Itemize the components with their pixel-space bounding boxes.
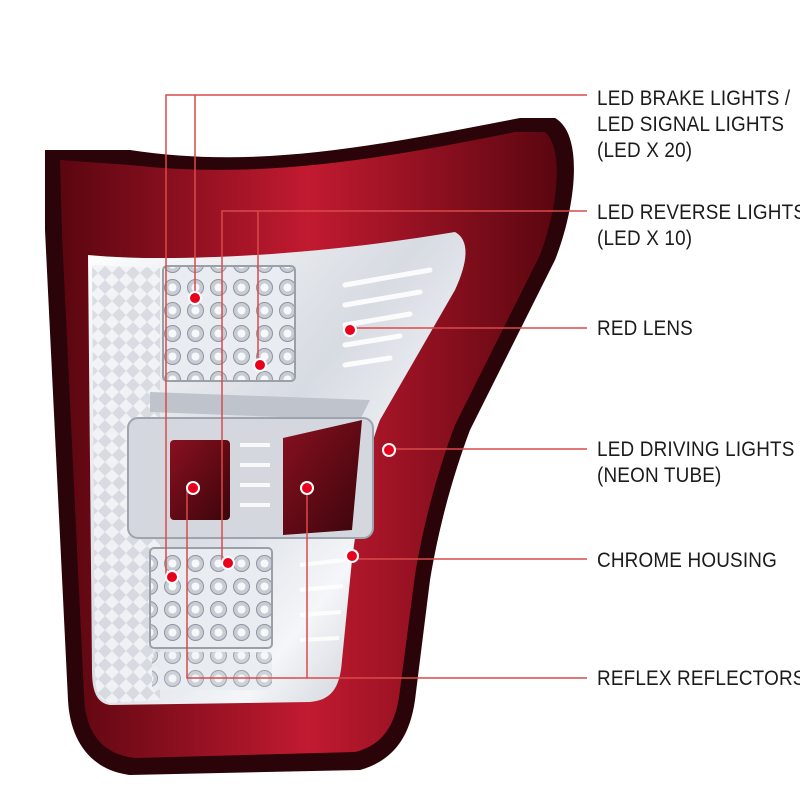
lower-led-block bbox=[149, 547, 273, 649]
callout-chrome-housing: CHROME HOUSING bbox=[597, 548, 777, 574]
dot-reverse-1 bbox=[253, 358, 267, 372]
callout-red-lens-line-1: RED LENS bbox=[597, 317, 693, 340]
leader-brake-signal bbox=[165, 94, 587, 577]
callout-reverse: LED REVERSE LIGHTS (LED X 10) bbox=[597, 200, 800, 252]
callout-reflex-line-1: REFLEX REFLECTORS bbox=[597, 667, 800, 690]
callout-dots bbox=[165, 291, 396, 584]
dot-chrome-housing bbox=[345, 549, 359, 563]
dot-reflex-2 bbox=[300, 481, 314, 495]
callout-red-lens: RED LENS bbox=[597, 316, 693, 342]
reflex-reflector-left bbox=[170, 440, 230, 520]
dot-brake-1 bbox=[188, 291, 202, 305]
leader-lines bbox=[165, 94, 587, 679]
crystal-inner bbox=[92, 265, 160, 703]
divider-bar bbox=[150, 392, 370, 420]
leader-reverse bbox=[221, 210, 587, 563]
reflex-reflector-right bbox=[283, 420, 362, 535]
upper-fins bbox=[342, 267, 433, 368]
callout-reflex: REFLEX REFLECTORS bbox=[597, 666, 800, 692]
dot-brake-2 bbox=[165, 570, 179, 584]
callout-brake-signal-line-1: LED BRAKE LIGHTS / bbox=[597, 87, 791, 110]
dot-reverse-2 bbox=[221, 556, 235, 570]
callout-brake-signal: LED BRAKE LIGHTS / LED SIGNAL LIGHTS (LE… bbox=[597, 86, 790, 164]
callout-driving-line-1: LED DRIVING LIGHTS bbox=[597, 438, 795, 461]
middle-fins bbox=[240, 443, 270, 507]
callout-driving-line-2: (NEON TUBE) bbox=[597, 464, 722, 487]
dot-red-lens bbox=[343, 323, 357, 337]
callout-chrome-housing-line-1: CHROME HOUSING bbox=[597, 549, 777, 572]
callout-reverse-line-2: (LED X 10) bbox=[597, 227, 693, 250]
bottom-led-strip bbox=[152, 652, 272, 690]
dot-reflex-1 bbox=[186, 481, 200, 495]
callout-brake-signal-line-3: (LED X 20) bbox=[597, 139, 693, 162]
upper-led-block bbox=[162, 265, 296, 382]
dot-driving bbox=[382, 443, 396, 457]
leader-reflex bbox=[186, 488, 587, 679]
callout-driving: LED DRIVING LIGHTS (NEON TUBE) bbox=[597, 437, 795, 489]
callout-brake-signal-line-2: LED SIGNAL LIGHTS bbox=[597, 113, 785, 136]
callout-reverse-line-1: LED REVERSE LIGHTS bbox=[597, 201, 800, 224]
